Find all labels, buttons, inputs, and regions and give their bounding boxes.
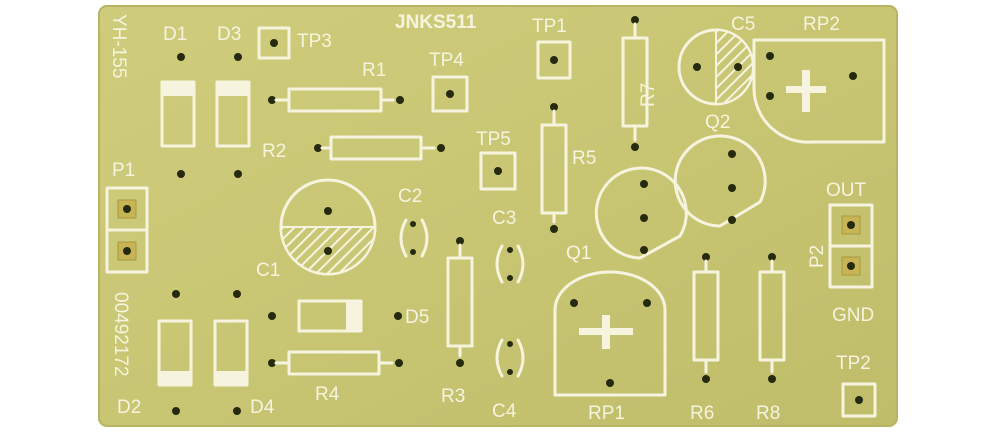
r3-label: R3 — [441, 386, 465, 407]
resistor-r3: R3 — [441, 237, 474, 407]
d5-label: D5 — [405, 307, 429, 328]
c5-label: C5 — [731, 14, 755, 35]
potentiometer-rp2: RP2 — [752, 14, 886, 144]
d1-label: D1 — [163, 24, 187, 45]
model-label: YH-155 — [108, 14, 129, 78]
out-label: OUT — [826, 180, 867, 201]
c3-label: C3 — [492, 208, 516, 229]
testpoint-tp5: TP5 — [476, 129, 517, 191]
d3-label: D3 — [217, 24, 241, 45]
q1-label: Q1 — [566, 243, 591, 264]
capacitor-c1: C1 — [256, 178, 377, 281]
q2-label: Q2 — [705, 112, 730, 133]
tp5-label: TP5 — [476, 129, 511, 150]
gnd-label: GND — [832, 305, 874, 326]
resistor-r8: R8 — [756, 253, 786, 424]
r1-label: R1 — [362, 60, 386, 81]
resistor-r2: R2 — [262, 135, 445, 162]
r7-label: R7 — [638, 83, 659, 107]
diode-d4: D4 — [213, 290, 275, 418]
connector-p1: P1 — [105, 160, 149, 274]
diode-d3: D3 — [215, 24, 251, 178]
tp3-label: TP3 — [297, 31, 332, 52]
resistor-r6: R6 — [690, 253, 720, 424]
potentiometer-rp1: RP1 — [553, 270, 667, 424]
diode-d5: D5 — [268, 299, 429, 333]
r2-label: R2 — [262, 141, 286, 162]
r4-label: R4 — [315, 384, 340, 405]
connector-p2: OUT P2 GND — [807, 180, 874, 326]
p2-label: P2 — [807, 245, 828, 268]
resistor-r7: R7 — [621, 16, 659, 151]
r8-label: R8 — [756, 403, 780, 424]
capacitor-c4: C4 — [492, 338, 525, 422]
transistor-q1: Q1 — [566, 166, 688, 264]
serial-label: 00492172 — [110, 292, 131, 377]
d2-label: D2 — [117, 397, 141, 418]
resistor-r5: R5 — [540, 103, 596, 233]
resistor-r4: R4 — [268, 350, 403, 405]
testpoint-tp3: TP3 — [257, 26, 332, 60]
c4-label: C4 — [492, 401, 517, 422]
r6-label: R6 — [690, 403, 714, 424]
diode-d1: D1 — [160, 24, 196, 178]
capacitor-c2: C2 — [398, 186, 429, 258]
testpoint-tp4: TP4 — [429, 50, 469, 113]
d4-label: D4 — [250, 397, 275, 418]
testpoint-tp1: TP1 — [532, 16, 572, 80]
tp1-label: TP1 — [532, 16, 567, 37]
tp4-label: TP4 — [429, 50, 464, 71]
diode-d2: D2 — [117, 290, 193, 418]
c2-label: C2 — [398, 186, 422, 207]
testpoint-tp2: TP2 — [836, 353, 877, 418]
c1-label: C1 — [256, 260, 280, 281]
rp1-label: RP1 — [588, 403, 625, 424]
capacitor-c3: C3 — [492, 208, 525, 284]
r5-label: R5 — [572, 148, 596, 169]
resistor-r1: R1 — [268, 60, 404, 113]
p1-label: P1 — [112, 160, 135, 181]
rp2-label: RP2 — [803, 14, 840, 35]
tp2-label: TP2 — [836, 353, 871, 374]
brand-label: JNKS511 — [395, 12, 477, 33]
